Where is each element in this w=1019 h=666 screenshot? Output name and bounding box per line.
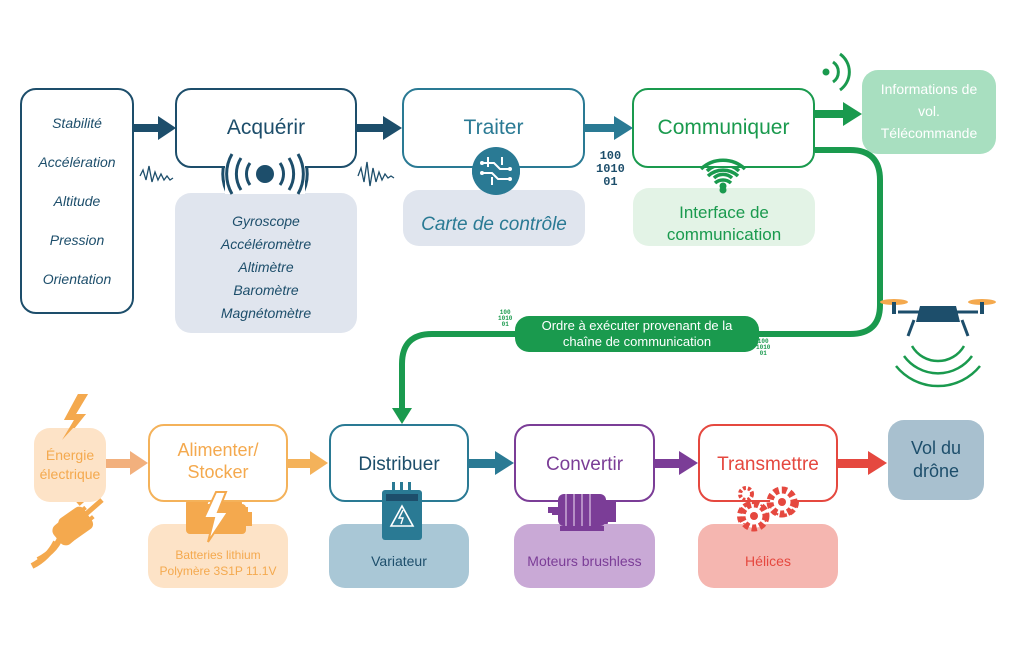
battery-icon	[186, 491, 252, 543]
drone-icon	[880, 299, 996, 388]
distribuer-sub-label: Variateur	[371, 553, 427, 569]
controller-icon	[382, 482, 422, 540]
input-item: Altitude	[53, 192, 101, 209]
signal-icon	[822, 52, 851, 92]
circuit-icon	[472, 147, 520, 195]
binary-code: 100 1010 01	[498, 310, 512, 328]
arrow-traiter-communiquer	[584, 116, 633, 140]
input-item: Stabilité	[52, 115, 102, 132]
transmettre-sub: Hélices	[698, 524, 838, 588]
distribuer-title: Distribuer	[358, 454, 440, 475]
arrow-distribuer-convertir	[469, 451, 514, 475]
sensor-item: Accéléromètre	[220, 236, 312, 252]
binary-code: 100 1010 01	[756, 339, 770, 357]
transmettre-box: Transmettre	[698, 424, 838, 502]
communiquer-box: Communiquer	[632, 88, 815, 168]
motor-icon	[548, 494, 616, 531]
binary-line: 100	[499, 309, 511, 316]
input-item: Pression	[49, 231, 105, 248]
energie-label: Énergie électrique	[39, 447, 101, 482]
arrow-convertir-transmettre	[655, 451, 698, 475]
arrow-inputs-acquerir	[134, 116, 176, 140]
binary-code: 100 1010 01	[596, 150, 625, 189]
transmettre-sub-label: Hélices	[745, 553, 791, 569]
communiquer-title: Communiquer	[657, 116, 790, 139]
inputs-box: Stabilité Accélération Altitude Pression…	[20, 88, 134, 314]
binary-line: 01	[501, 321, 509, 328]
input-item: Accélération	[38, 154, 116, 171]
traiter-title: Traiter	[463, 116, 524, 139]
info-output-box: Informations de vol. Télécommande	[862, 70, 996, 154]
convertir-box: Convertir	[514, 424, 655, 502]
arrow-transmettre-vol	[838, 451, 887, 475]
sensor-item: Altimètre	[238, 259, 294, 275]
convertir-sub: Moteurs brushless	[514, 524, 655, 588]
arrow-energie-alimenter	[106, 451, 148, 475]
wave-icon	[139, 165, 174, 183]
arrow-acquerir-traiter	[357, 116, 402, 140]
gears-icon	[738, 486, 798, 532]
alimenter-sub: Batteries lithium Polymère 3S1P 11.1V	[148, 524, 288, 588]
communiquer-sub-label: Interface de communication	[666, 202, 782, 244]
sensors-panel: Gyroscope Accéléromètre Altimètre Baromè…	[175, 193, 357, 333]
arrow-alimenter-distribuer	[288, 451, 328, 475]
connector-communiquer-distribuer	[399, 147, 883, 412]
sensor-item: Baromètre	[233, 282, 299, 298]
sensor-item: Gyroscope	[232, 213, 300, 229]
traiter-sub-label: Carte de contrôle	[421, 214, 567, 235]
lightning-icon	[62, 394, 88, 440]
alimenter-sub-label: Batteries lithium Polymère 3S1P 11.1V	[159, 547, 277, 578]
wifi-icon	[699, 158, 747, 194]
arrow-communiquer-info	[815, 102, 862, 126]
sensor-item: Magnétomètre	[220, 305, 312, 321]
acquerir-box: Acquérir	[175, 88, 357, 168]
wave-icon	[357, 161, 395, 187]
binary-line: 01	[759, 350, 767, 357]
vol-box: Vol du drône	[888, 420, 984, 500]
traiter-sub: Carte de contrôle	[403, 190, 585, 246]
binary-line: 1010	[596, 162, 625, 176]
binary-line: 1010	[756, 344, 771, 351]
alimenter-title: Alimenter/ Stocker	[177, 440, 259, 482]
communiquer-sub: Interface de communication	[633, 188, 815, 246]
convertir-title: Convertir	[545, 454, 624, 475]
sensor-icon	[225, 153, 305, 195]
binary-line: 100	[757, 338, 769, 345]
vol-label: Vol du drône	[910, 437, 962, 481]
acquerir-title: Acquérir	[226, 116, 306, 139]
plug-icon	[30, 505, 95, 569]
binary-line: 1010	[498, 315, 513, 322]
binary-line: 01	[603, 175, 618, 189]
input-item: Orientation	[42, 270, 112, 287]
distribuer-box: Distribuer	[329, 424, 469, 502]
order-pill: Ordre à exécuter provenant de la chaîne …	[515, 316, 759, 352]
info-output-label: Informations de vol. Télécommande	[880, 81, 978, 141]
transmettre-title: Transmettre	[717, 454, 819, 475]
binary-line: 100	[599, 149, 622, 163]
alimenter-box: Alimenter/ Stocker	[148, 424, 288, 502]
convertir-sub-label: Moteurs brushless	[527, 553, 642, 569]
order-label: Ordre à exécuter provenant de la chaîne …	[541, 317, 733, 349]
energie-box: Énergie électrique	[34, 428, 106, 502]
